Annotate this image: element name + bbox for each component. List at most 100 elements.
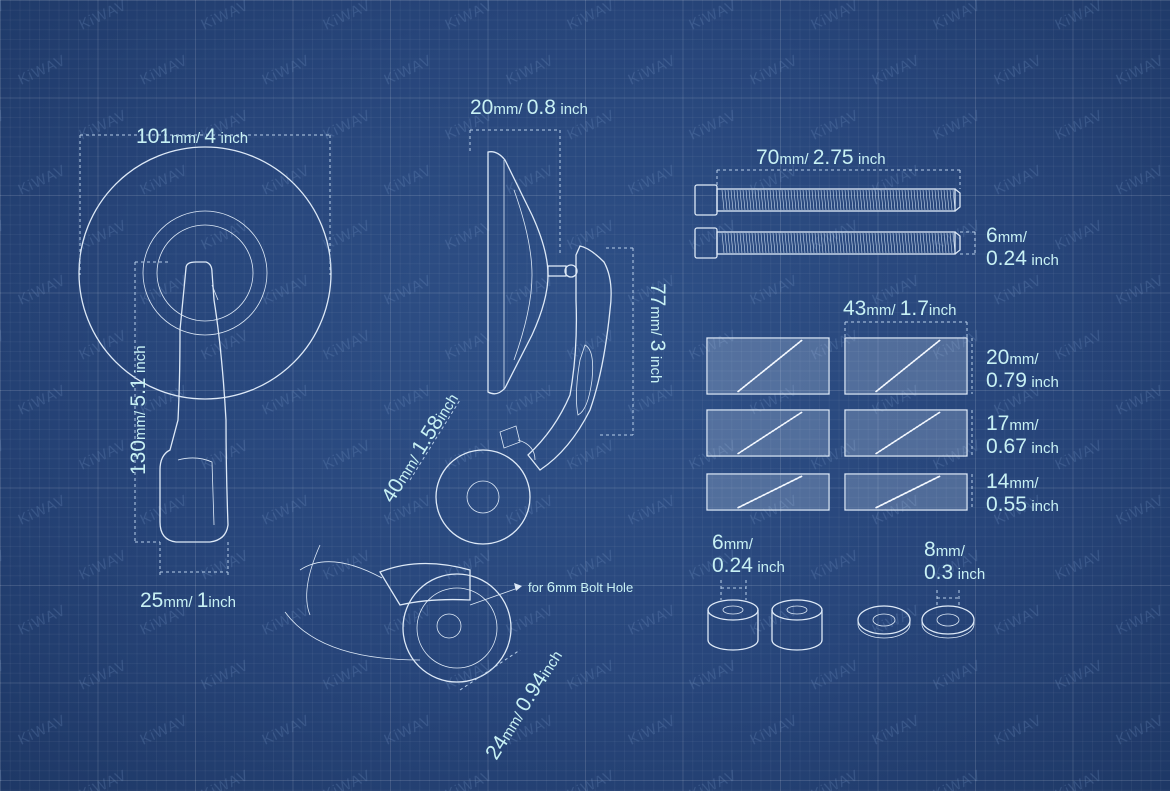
washer-2 xyxy=(921,605,975,639)
mirror-back-curve xyxy=(513,189,533,361)
spacer-1 xyxy=(707,599,759,651)
watermark-text: KiWAV xyxy=(992,162,1045,199)
watermark-text: KiWAV xyxy=(16,382,69,419)
clamp-screw xyxy=(499,425,521,449)
mount-clamp-mid xyxy=(416,587,498,669)
watermark-text: KiWAV xyxy=(77,767,130,791)
adapter-shims xyxy=(706,321,973,511)
watermark-text: KiWAV xyxy=(565,657,618,694)
watermark-text: KiWAV xyxy=(0,217,8,254)
shim-17-left xyxy=(706,409,830,457)
watermark-text: KiWAV xyxy=(565,437,618,474)
watermark-text: KiWAV xyxy=(77,437,130,474)
shim-20-right xyxy=(844,337,968,395)
watermark-text: KiWAV xyxy=(931,767,984,791)
bolt-1 xyxy=(694,184,961,216)
handlebar-end xyxy=(306,544,321,616)
shim-20-left xyxy=(706,337,830,395)
watermark-text: KiWAV xyxy=(809,0,862,34)
watermark-text: KiWAV xyxy=(16,162,69,199)
watermark-text: KiWAV xyxy=(992,52,1045,89)
watermark-text: KiWAV xyxy=(382,52,435,89)
watermark-text: KiWAV xyxy=(138,712,191,749)
watermark-text: KiWAV xyxy=(260,602,313,639)
watermark-text: KiWAV xyxy=(809,547,862,584)
watermark-text: KiWAV xyxy=(626,492,679,529)
arm-height-label: 77mm/ 3 inch xyxy=(646,283,669,384)
arm-slot xyxy=(576,344,594,416)
watermark-text: KiWAV xyxy=(382,602,435,639)
watermark-text: KiWAV xyxy=(443,657,496,694)
watermark-text: KiWAV xyxy=(748,52,801,89)
watermark-text: KiWAV xyxy=(1053,767,1106,791)
bolt-hole-note: for 6mm Bolt Hole xyxy=(528,579,634,596)
watermark-text: KiWAV xyxy=(687,767,740,791)
watermark-text: KiWAV xyxy=(382,712,435,749)
watermark-text: KiWAV xyxy=(687,657,740,694)
washer-thickness-label: 8mm/ 0.3 inch xyxy=(924,538,986,585)
stem-tab xyxy=(211,284,219,301)
watermark-text: KiWAV xyxy=(0,0,8,34)
watermark-text: KiWAV xyxy=(504,272,557,309)
watermark-text: KiWAV xyxy=(809,107,862,144)
watermark-text: KiWAV xyxy=(504,382,557,419)
watermark-text: KiWAV xyxy=(1114,272,1167,309)
watermark-text: KiWAV xyxy=(16,712,69,749)
watermark-text: KiWAV xyxy=(1114,712,1167,749)
watermark-text: KiWAV xyxy=(321,437,374,474)
watermark-text: KiWAV xyxy=(504,602,557,639)
watermark-text: KiWAV xyxy=(199,437,252,474)
watermark-text: KiWAV xyxy=(1053,327,1106,364)
watermark-text: KiWAV xyxy=(260,162,313,199)
side-clamp-bore xyxy=(466,480,500,514)
watermark-text: KiWAV xyxy=(504,52,557,89)
watermark-text: KiWAV xyxy=(565,0,618,34)
spacer-thickness-label: 6mm/ 0.24 inch xyxy=(712,531,785,578)
bolt-diameter-label: 6mm/ 0.24 inch xyxy=(986,224,1059,271)
watermark-text: KiWAV xyxy=(1053,107,1106,144)
base-width-label: 25mm/ 1inch xyxy=(140,589,236,612)
watermark-text: KiWAV xyxy=(199,327,252,364)
watermark-text: KiWAV xyxy=(321,0,374,34)
watermark-text: KiWAV xyxy=(992,712,1045,749)
watermark-text: KiWAV xyxy=(321,767,374,791)
watermark-text: KiWAV xyxy=(1114,52,1167,89)
watermark-text: KiWAV xyxy=(382,272,435,309)
watermark-text: KiWAV xyxy=(199,547,252,584)
watermark-text: KiWAV xyxy=(870,382,923,419)
clamp-screw-shaft xyxy=(517,439,536,461)
watermark-text: KiWAV xyxy=(260,382,313,419)
shim-14-left xyxy=(706,473,830,511)
shim-14-label: 14mm/ 0.55 inch xyxy=(986,470,1059,517)
mirror-stem xyxy=(159,261,229,543)
bolt-2 xyxy=(694,227,961,259)
side-clamp-outer xyxy=(435,449,531,545)
watermark-text: KiWAV xyxy=(138,52,191,89)
watermark-text: KiWAV xyxy=(1114,162,1167,199)
watermark-text: KiWAV xyxy=(16,492,69,529)
watermark-text: KiWAV xyxy=(77,107,130,144)
watermark-text: KiWAV xyxy=(565,327,618,364)
watermark-text: KiWAV xyxy=(199,657,252,694)
watermark-text: KiWAV xyxy=(77,0,130,34)
watermark-text: KiWAV xyxy=(321,107,374,144)
mirror-front-view xyxy=(78,134,332,575)
mirror-width-label: 101mm/ 4 inch xyxy=(136,125,249,148)
watermark-text: KiWAV xyxy=(626,602,679,639)
watermark-text: KiWAV xyxy=(626,52,679,89)
watermark-text: KiWAV xyxy=(809,767,862,791)
bolts-group xyxy=(694,169,978,259)
watermark-text: KiWAV xyxy=(687,107,740,144)
watermark-text: KiWAV xyxy=(565,217,618,254)
mirror-depth-label: 20mm/ 0.8 inch xyxy=(470,96,588,119)
mirror-side-view xyxy=(409,129,634,545)
watermark-text: KiWAV xyxy=(992,272,1045,309)
watermark-text: KiWAV xyxy=(0,767,8,791)
mirror-head-outline xyxy=(78,146,332,400)
watermark-text: KiWAV xyxy=(931,0,984,34)
watermark-text: KiWAV xyxy=(0,107,8,144)
shim-20-label: 20mm/ 0.79 inch xyxy=(986,346,1059,393)
watermark-text: KiWAV xyxy=(626,712,679,749)
